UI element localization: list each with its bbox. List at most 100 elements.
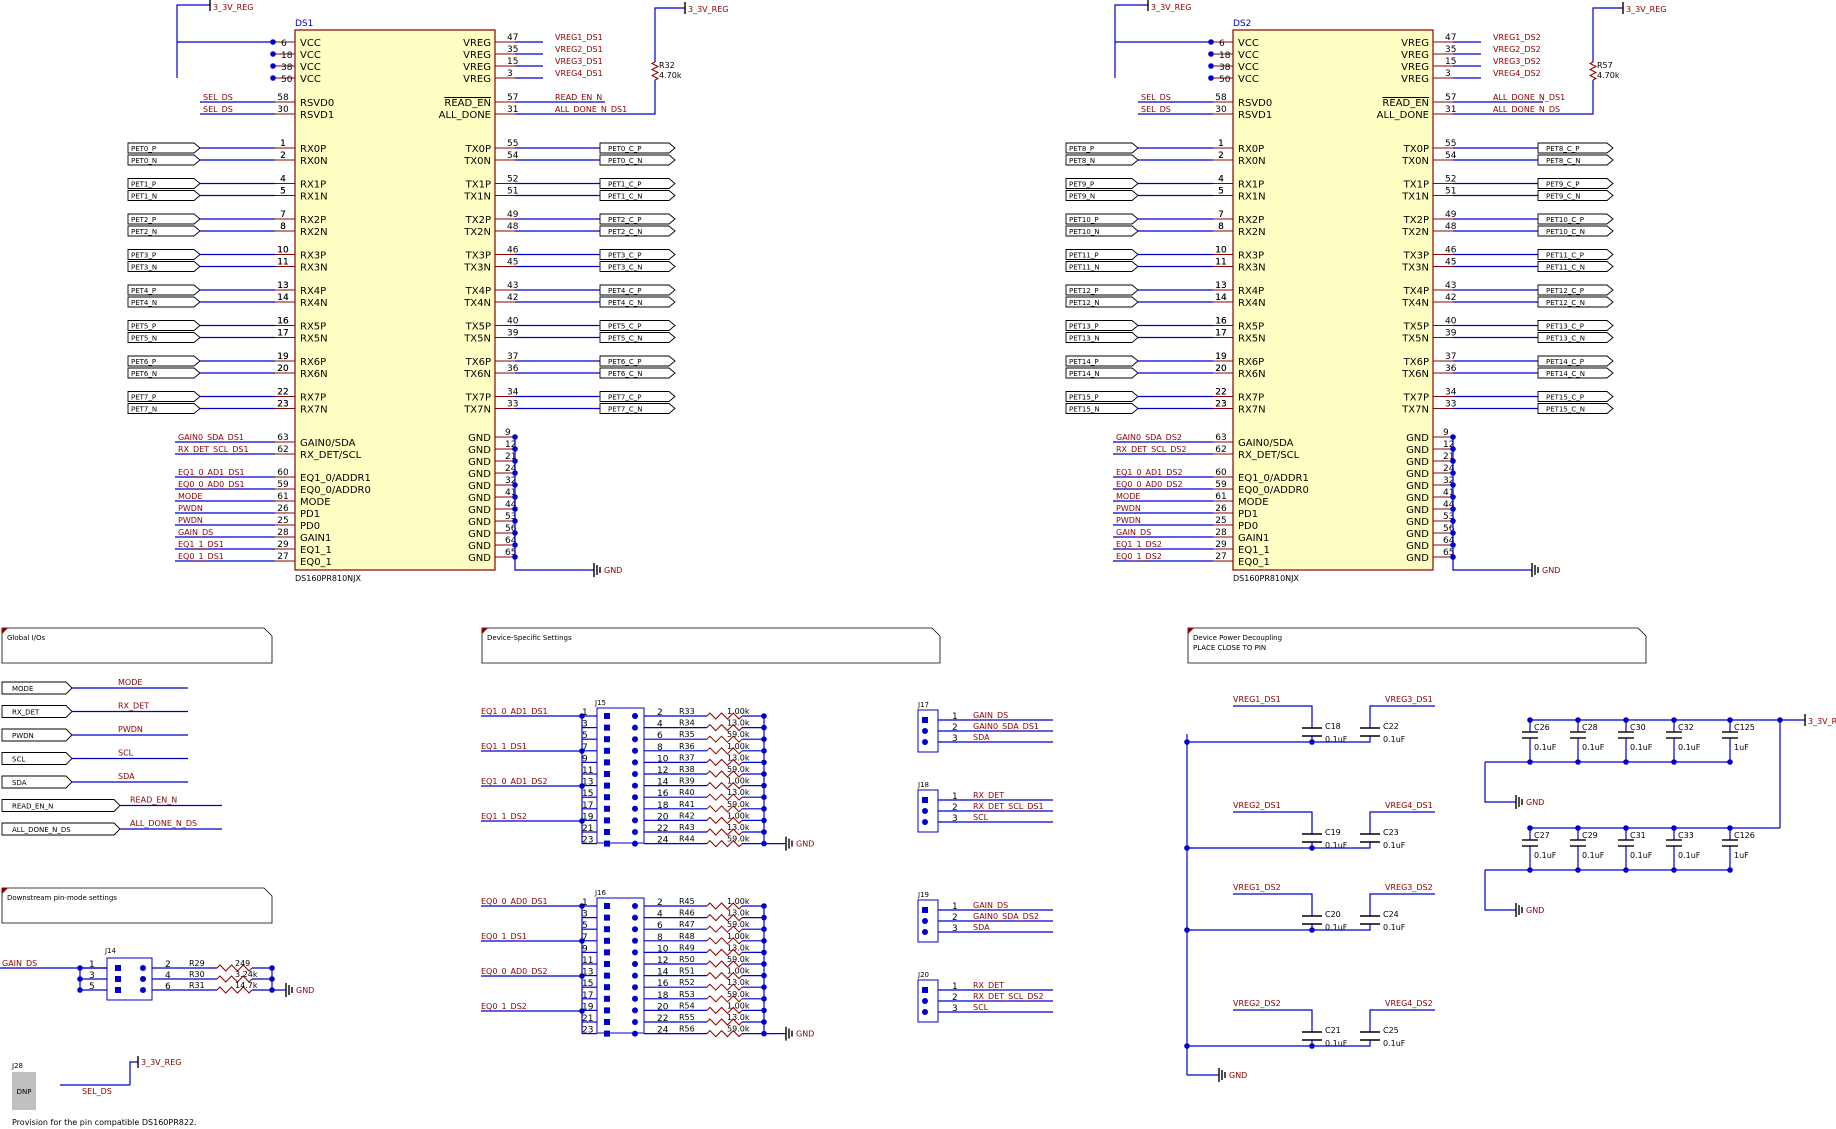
pin-number: 9 [582, 944, 588, 954]
pin-number: 41 [1443, 488, 1454, 498]
header-pin [115, 965, 121, 971]
resistor-value: 1.00k [727, 967, 750, 976]
pin-name: RSVD1 [1238, 110, 1272, 121]
port-label: PET6_N [131, 370, 157, 378]
pin-name: RX7P [300, 393, 326, 404]
junction-dot [1184, 845, 1190, 851]
pin-number: 56 [1443, 524, 1455, 534]
pin-number: 4 [165, 971, 171, 981]
header-refdes: J15 [594, 699, 606, 707]
header-net-label: GAIN_DS [973, 901, 1008, 910]
header-pin [922, 717, 928, 723]
pin-number: 35 [1445, 45, 1456, 55]
header-refdes: J18 [917, 781, 929, 789]
note-box [1187, 627, 1647, 664]
port-box [1537, 284, 1614, 296]
resistor-value: 59.0k [727, 920, 750, 929]
port-label: PET6_C_N [608, 370, 643, 378]
junction-dot [1208, 63, 1214, 69]
header-pin [632, 713, 638, 719]
pin-number: 16 [277, 317, 289, 327]
pin-number: 26 [1215, 504, 1227, 514]
vreg-net-label: VREG2_DS2 [1233, 999, 1281, 1008]
resistor-value: 3.24k [235, 970, 258, 979]
resistor-value: 1.00k [727, 932, 750, 941]
pin-name: MODE [1238, 497, 1269, 508]
pin-name: TX0P [1403, 144, 1429, 155]
pin-number: 62 [277, 445, 288, 455]
header-pin [604, 713, 610, 719]
decoupling-wire [1311, 842, 1371, 849]
pin-name: RX5N [1238, 334, 1266, 345]
pin-number: 47 [1445, 33, 1456, 43]
pin-number: 42 [507, 293, 518, 303]
gnd-label: GND [1229, 1071, 1247, 1080]
port-label: PET5_C_N [608, 335, 643, 343]
cap-value: 0.1uF [1325, 1039, 1348, 1048]
port-label: PET9_N [1069, 193, 1095, 201]
pin-number: 13 [277, 281, 288, 291]
pin-number: 23 [1215, 400, 1226, 410]
port-label: PET5_P [131, 323, 156, 331]
pin-number: 45 [1445, 258, 1456, 268]
header-pin [922, 987, 928, 993]
pin-number: 15 [582, 789, 593, 799]
pin-number: 61 [277, 492, 288, 502]
resistor-value: 1.00k [727, 811, 750, 820]
ic-refdes: DS1 [295, 19, 313, 29]
global-port-label: RX_DET [12, 709, 40, 717]
dnp-part [12, 1072, 36, 1110]
pin-number: 56 [505, 524, 517, 534]
pin-number: 2 [165, 960, 171, 970]
pin-number: 7 [1218, 210, 1224, 220]
header-pin [604, 782, 610, 789]
pin-name: VREG [1401, 50, 1429, 61]
pin-name: RX5P [1238, 322, 1264, 333]
port-box [599, 296, 676, 308]
pin-name: EQ0_1 [300, 557, 332, 568]
header-pin [604, 736, 610, 743]
port-label: PET11_C_P [1546, 252, 1584, 260]
pin-number: 22 [277, 388, 288, 398]
ctl-net-label: EQ1_0_AD1_DS1 [178, 468, 245, 477]
pin-number: 3 [582, 720, 588, 730]
pin-number: 2 [952, 723, 958, 733]
pin-number: 52 [507, 175, 518, 185]
port-label: PET1_N [131, 193, 157, 201]
ic-body [1232, 29, 1434, 571]
pin-number: 2 [280, 151, 286, 161]
resistor-value: 1.00k [727, 707, 750, 716]
pin-name: RX2P [300, 215, 326, 226]
pin-number: 43 [1445, 281, 1456, 291]
pin-number: 6 [165, 982, 171, 992]
pin-name: VCC [1238, 50, 1259, 61]
header-net-label: EQ1_1_DS2 [481, 812, 527, 821]
pin-number: 6 [657, 731, 663, 741]
pin-number: 50 [1219, 75, 1231, 85]
pin-number: 39 [507, 329, 519, 339]
header-pin [632, 817, 638, 824]
port-box [1065, 190, 1139, 201]
resistor-refdes: R40 [679, 788, 695, 797]
supply-label: 3_3V_REG [1626, 5, 1666, 14]
note-text: Downstream pin-mode settings [7, 894, 117, 902]
header-pin [922, 739, 928, 745]
pin-number: 15 [507, 57, 518, 67]
decoupling-wire [1233, 811, 1313, 834]
pin-number: 65 [505, 548, 516, 558]
pin-number: 16 [1215, 317, 1227, 327]
port-box [599, 213, 676, 225]
header-pin [632, 914, 638, 921]
port-label: PET7_C_N [608, 406, 643, 414]
pin-name: VREG [1401, 74, 1429, 85]
resistor-value: 1.00k [727, 1001, 750, 1010]
pin-name: RX3N [1238, 263, 1266, 274]
pin-number: 2 [1218, 151, 1224, 161]
pin-name: TX3P [465, 251, 491, 262]
pin-number: 54 [1445, 151, 1457, 161]
port-label: PET10_C_P [1546, 216, 1584, 224]
pin-number: 30 [277, 105, 289, 115]
port-box [1537, 190, 1614, 201]
pin-name: TX5N [1401, 334, 1429, 345]
port-label: PET8_C_N [1546, 157, 1581, 165]
